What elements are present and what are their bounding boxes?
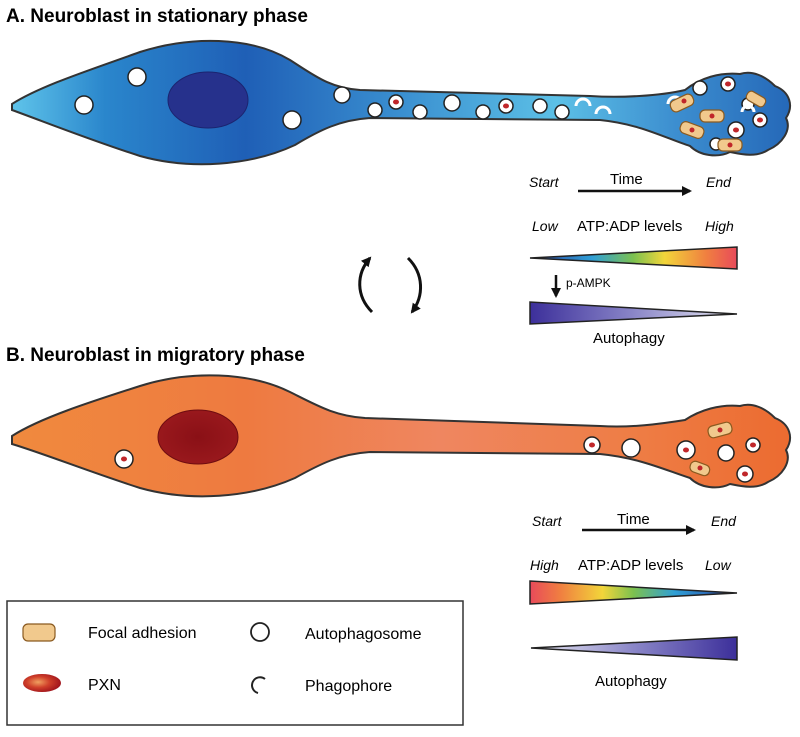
legend-focal-adhesion: Focal adhesion xyxy=(88,625,197,642)
atp-right-a: High xyxy=(705,218,734,234)
pxn-dot xyxy=(683,447,689,453)
atp-label-a: ATP:ADP levels xyxy=(577,218,682,235)
pxn-swatch xyxy=(23,674,61,692)
pxn-dot xyxy=(750,442,756,448)
focal-adhesion xyxy=(669,93,695,113)
cycle-arrow-up xyxy=(358,256,374,314)
stationary-neuroblast xyxy=(11,39,791,166)
atp-left-b: High xyxy=(530,557,559,573)
pxn-dot xyxy=(733,127,739,133)
phagophore xyxy=(574,97,592,107)
pxn-dot xyxy=(393,99,399,105)
autophagosome xyxy=(333,86,351,104)
autophagosome xyxy=(443,94,461,112)
time-end-a: End xyxy=(706,174,732,190)
autophagy-wedge-a xyxy=(529,301,738,325)
atp-wedge-b xyxy=(529,580,738,605)
autophagosome xyxy=(74,95,94,115)
legend-phagophore: Phagophore xyxy=(305,678,392,695)
legend: Focal adhesion Autophagosome PXN Phagoph… xyxy=(6,600,464,726)
legend-pxn: PXN xyxy=(88,677,121,694)
migratory-cell-body xyxy=(11,374,791,498)
autophagosome xyxy=(554,104,570,120)
autophagosome xyxy=(532,98,548,114)
autophagosome xyxy=(475,104,491,120)
cycle-arrows xyxy=(358,256,423,314)
time-start-a: Start xyxy=(529,174,560,190)
pxn-dot xyxy=(725,81,731,87)
panel-b-title: B. Neuroblast in migratory phase xyxy=(6,345,305,366)
pxn-dot xyxy=(742,471,748,477)
phagophore xyxy=(594,105,612,115)
atp-left-a: Low xyxy=(532,218,559,234)
stationary-nucleus xyxy=(167,71,249,129)
autophagy-wedge-b xyxy=(530,636,738,661)
time-label-b: Time xyxy=(617,511,650,528)
cycle-arrow-down xyxy=(406,256,423,314)
autophagosome xyxy=(282,110,302,130)
pxn-dot xyxy=(121,456,127,462)
pxn-dot xyxy=(681,98,687,104)
phagophore-swatch xyxy=(251,676,266,694)
pxn-dot xyxy=(697,465,703,471)
legend-autophagosome: Autophagosome xyxy=(305,626,422,643)
atp-label-b: ATP:ADP levels xyxy=(578,557,683,574)
autophagosome xyxy=(717,444,735,462)
pxn-dot xyxy=(709,113,715,119)
focal-adhesion-swatch xyxy=(22,623,56,642)
migratory-neuroblast xyxy=(11,374,791,498)
legend-box xyxy=(6,600,464,726)
pxn-dot xyxy=(503,103,509,109)
pxn-dot xyxy=(717,427,723,433)
focal-adhesion xyxy=(745,90,767,108)
time-label-a: Time xyxy=(610,171,643,188)
pxn-dot xyxy=(757,117,763,123)
autophagosome xyxy=(127,67,147,87)
autophagosome xyxy=(367,102,383,118)
autophagosome xyxy=(412,104,428,120)
pampk-label: p-AMPK xyxy=(566,276,611,290)
autophagosome xyxy=(621,438,641,458)
pxn-dot xyxy=(589,442,595,448)
autophagosome-swatch xyxy=(250,622,270,642)
pxn-dot xyxy=(727,142,733,148)
time-start-b: Start xyxy=(532,513,563,529)
autophagy-label-b: Autophagy xyxy=(595,673,667,690)
time-end-b: End xyxy=(711,513,737,529)
phagophore xyxy=(740,104,756,113)
autophagosome xyxy=(692,80,708,96)
autophagy-label-a: Autophagy xyxy=(593,330,665,347)
atp-right-b: Low xyxy=(705,557,732,573)
atp-wedge-a xyxy=(529,246,738,270)
panel-a-title: A. Neuroblast in stationary phase xyxy=(6,6,308,27)
pxn-dot xyxy=(689,127,695,133)
migratory-nucleus xyxy=(157,409,239,465)
